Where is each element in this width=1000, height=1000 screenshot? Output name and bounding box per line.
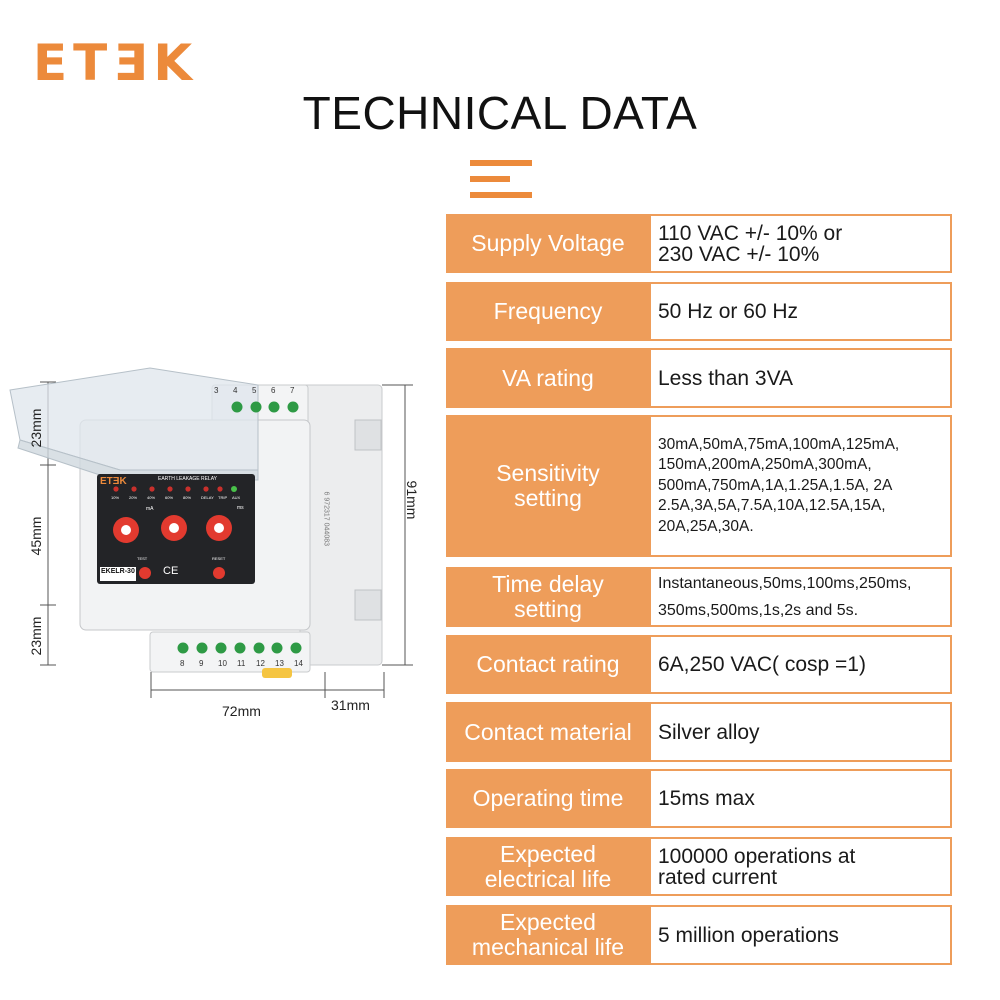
dim-bottom-23mm: 23mm: [28, 616, 44, 656]
led-label: AUX: [232, 495, 241, 500]
spec-value: 6A,250 VAC( cosp =1): [651, 637, 950, 692]
terminal-number: 12: [256, 659, 265, 668]
spec-label: Expected mechanical life: [471, 909, 625, 960]
spec-row-sensitivity: Sensitivity setting 30mA,50mA,75mA,100mA…: [446, 415, 952, 557]
spec-label: Sensitivity setting: [496, 460, 600, 511]
led-label: 40%: [147, 495, 156, 500]
device-panel-title: EARTH LEAKAGE RELAY: [158, 476, 218, 482]
device-knob-unit-ms: ms: [237, 505, 244, 511]
spec-row-operating-time: Operating time 15ms max: [446, 769, 952, 828]
spec-label: Contact material: [464, 718, 632, 745]
spec-label: Supply Voltage: [471, 230, 625, 256]
brand-logo: ETƎK: [33, 34, 199, 92]
led-label: 60%: [165, 495, 174, 500]
device-barcode-text: 6 972317 044083: [322, 491, 330, 547]
spec-value: 5 million operations: [651, 907, 950, 963]
terminal-numbers-bottom: 8 9 10 11 12 13 14: [180, 659, 315, 668]
device-ce-mark: CE: [163, 565, 179, 577]
terminal-number: 9: [199, 659, 204, 668]
device-test-label: TEST: [137, 556, 148, 561]
led-label: DELAY: [201, 495, 214, 500]
spec-row-frequency: Frequency 50 Hz or 60 Hz: [446, 282, 952, 341]
terminal-number: 10: [218, 659, 227, 668]
device-model-label: EKELR-30: [101, 568, 135, 575]
relay-device-illustration: [9, 367, 413, 698]
device-reset-label: RESET: [212, 556, 226, 561]
dim-middle-45mm: 45mm: [28, 516, 44, 556]
spec-row-electrical-life: Expected electrical life 100000 operatio…: [446, 837, 952, 896]
spec-value: 110 VAC +/- 10% or 230 VAC +/- 10%: [651, 216, 950, 271]
page-title: TECHNICAL DATA: [302, 87, 698, 139]
dim-width-72mm: 72mm: [222, 703, 261, 719]
spec-label: Time delay setting: [492, 571, 604, 622]
dim-top-23mm: 23mm: [28, 408, 44, 448]
spec-label: Expected electrical life: [484, 840, 612, 892]
spec-value: 15ms max: [651, 771, 950, 826]
terminal-number: 5: [252, 386, 257, 395]
terminal-number: 7: [290, 386, 295, 395]
spec-value: Instantaneous,50ms,100ms,250ms, 350ms,50…: [651, 569, 950, 625]
terminal-number: 8: [180, 659, 185, 668]
terminal-number: 6: [271, 386, 276, 395]
spec-row-contact-material: Contact material Silver alloy: [446, 702, 952, 762]
spec-value: Less than 3VA: [651, 350, 950, 406]
led-label: 10%: [111, 495, 120, 500]
spec-row-contact-rating: Contact rating 6A,250 VAC( cosp =1): [446, 635, 952, 694]
terminal-number: 4: [233, 386, 238, 395]
terminal-number: 14: [294, 659, 303, 668]
spec-value: 100000 operations at rated current: [651, 839, 950, 894]
spec-row-va-rating: VA rating Less than 3VA: [446, 348, 952, 408]
spec-label: Frequency: [493, 298, 603, 324]
device-panel-brand: ETƎK: [100, 476, 127, 487]
led-label: 80%: [183, 495, 192, 500]
menu-lines-icon: [470, 160, 532, 200]
terminal-number: 11: [237, 659, 246, 668]
device-knob-unit-ma: mA: [146, 506, 154, 512]
spec-row-time-delay: Time delay setting Instantaneous,50ms,10…: [446, 567, 952, 627]
dim-depth-31mm: 31mm: [331, 697, 370, 713]
dim-height-91mm: 91mm: [404, 480, 420, 520]
spec-label: Contact rating: [476, 651, 620, 677]
spec-label: Operating time: [472, 785, 624, 811]
spec-label: VA rating: [502, 364, 594, 391]
spec-value: Silver alloy: [651, 704, 950, 760]
device-led-labels: 10% 20% 40% 60% 80% DELAY TRIP AUX: [111, 495, 251, 500]
terminal-number: 3: [214, 386, 219, 395]
terminal-numbers-top: 3 4 5 6 7: [214, 386, 304, 395]
led-label: 20%: [129, 495, 138, 500]
led-label: TRIP: [218, 495, 228, 500]
spec-value: 50 Hz or 60 Hz: [651, 284, 950, 339]
spec-row-mechanical-life: Expected mechanical life 5 million opera…: [446, 905, 952, 965]
terminal-number: 13: [275, 659, 284, 668]
spec-row-supply-voltage: Supply Voltage 110 VAC +/- 10% or 230 VA…: [446, 214, 952, 273]
spec-value: 30mA,50mA,75mA,100mA,125mA, 150mA,200mA,…: [651, 417, 950, 555]
